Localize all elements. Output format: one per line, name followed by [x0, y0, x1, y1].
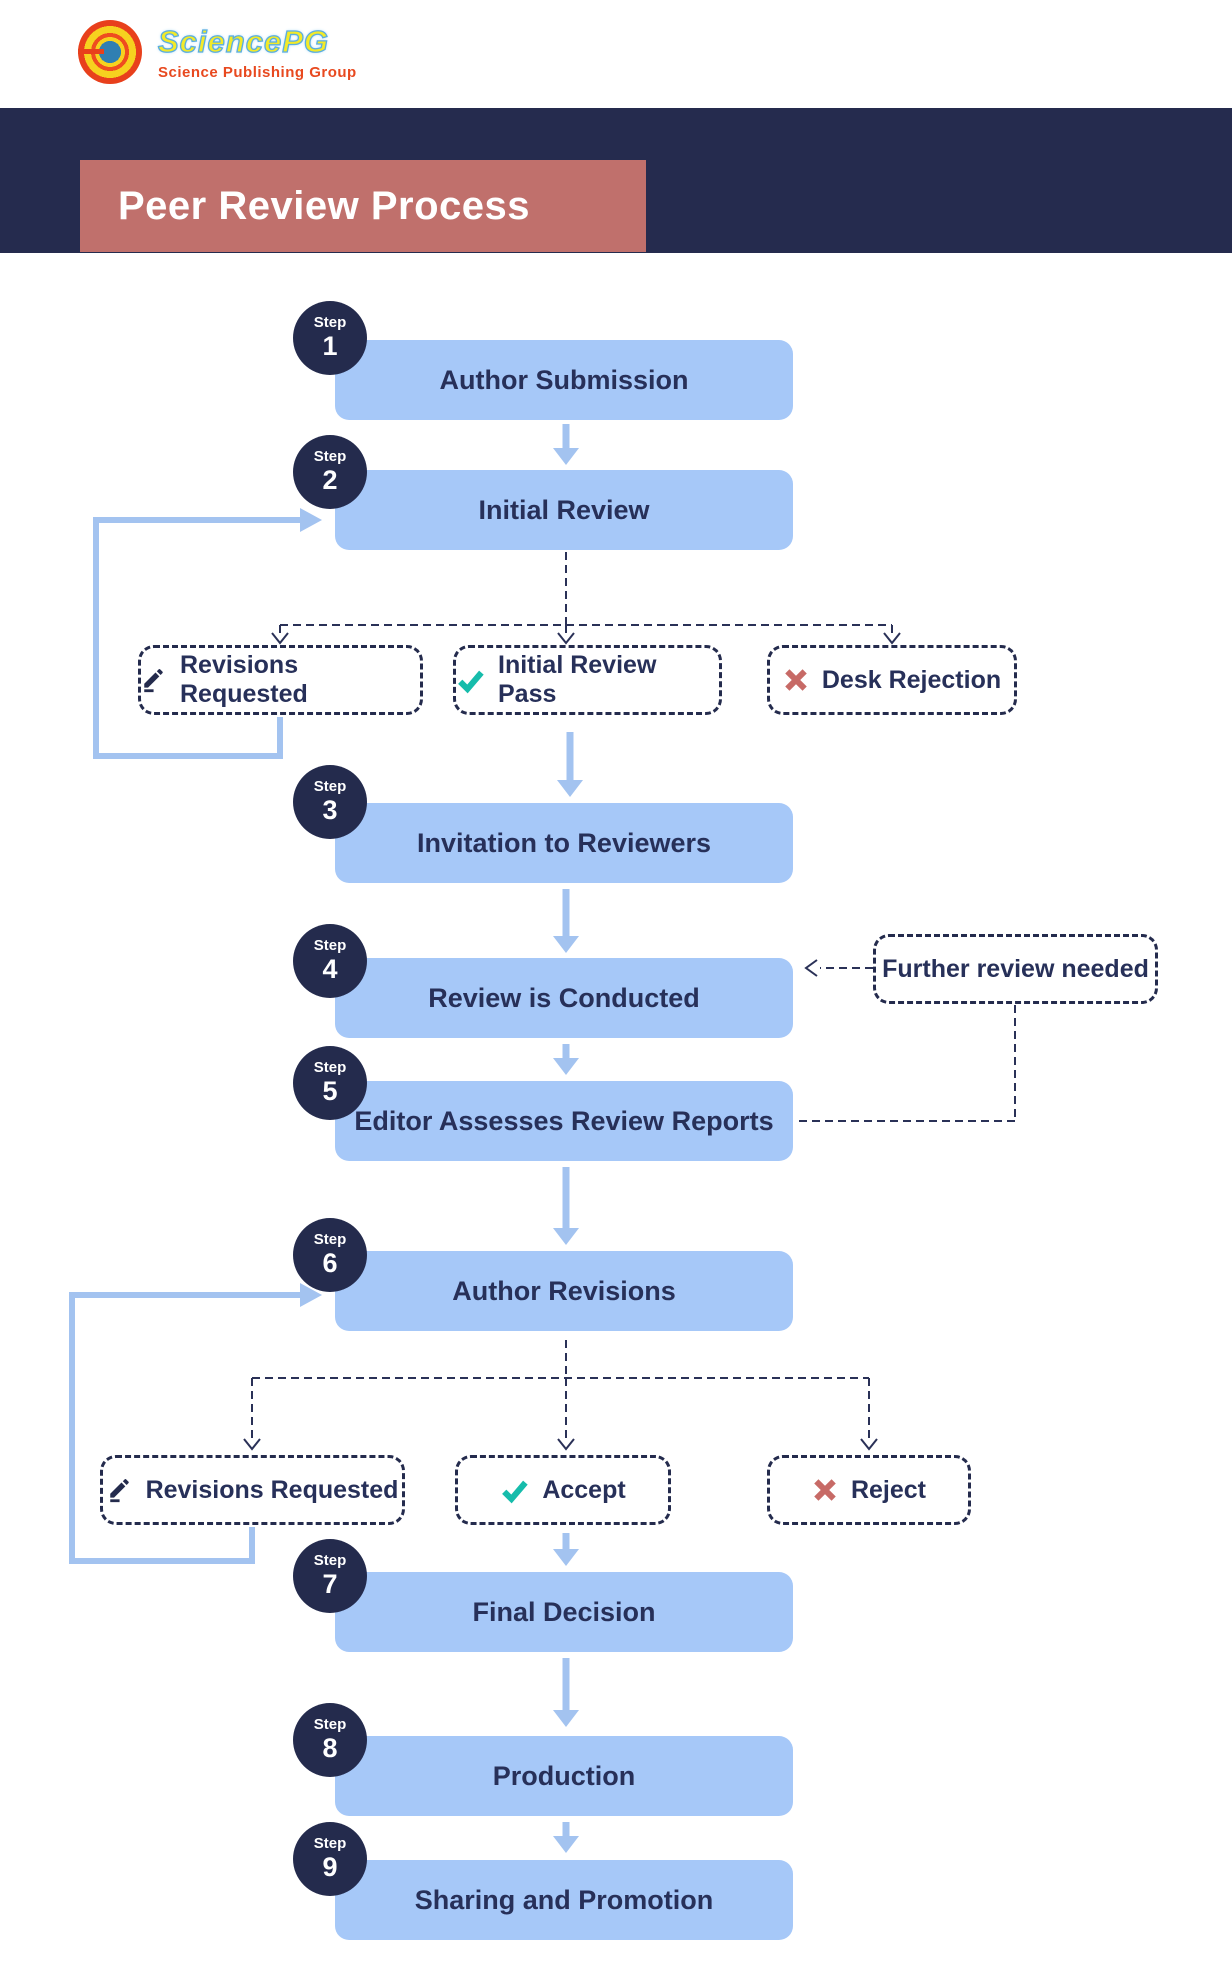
x-icon	[812, 1477, 838, 1503]
step-badge-5: Step 5	[293, 1046, 367, 1120]
pencil-icon	[107, 1477, 133, 1503]
step-badge-3: Step 3	[293, 765, 367, 839]
branch-final-decision	[251, 1340, 870, 1440]
further-review-arrowhead	[804, 959, 818, 977]
logo: SciencePG Science Publishing Group	[78, 20, 357, 84]
check-icon	[456, 666, 485, 695]
decision-accept: Accept	[455, 1455, 671, 1525]
further-review-loop	[797, 967, 1016, 1122]
logo-tagline: Science Publishing Group	[158, 63, 357, 81]
feedback-loop-author-revisions	[69, 1283, 322, 1564]
step-badge-4: Step 4	[293, 924, 367, 998]
sciencepg-logo-icon	[78, 20, 142, 84]
flow-box-author-submission: Author Submission	[335, 340, 793, 420]
decision-desk-rejection: Desk Rejection	[767, 645, 1017, 715]
flow-box-author-revisions: Author Revisions	[335, 1251, 793, 1331]
decision-reject: Reject	[767, 1455, 971, 1525]
flow-box-initial-review: Initial Review	[335, 470, 793, 550]
flow-box-invitation-to-reviewers: Invitation to Reviewers	[335, 803, 793, 883]
branch-final-arrowheads	[243, 1438, 878, 1451]
flow-box-production: Production	[335, 1736, 793, 1816]
flow-box-review-is-conducted: Review is Conducted	[335, 958, 793, 1038]
step-badge-9: Step 9	[293, 1822, 367, 1896]
step-badge-1: Step 1	[293, 301, 367, 375]
decision-label: Desk Rejection	[821, 665, 1002, 694]
note-label: Further review needed	[882, 954, 1149, 983]
decision-initial-review-pass: Initial Review Pass	[453, 645, 722, 715]
decision-revisions-requested-initial: Revisions Requested	[138, 645, 423, 715]
flow-box-sharing-and-promotion: Sharing and Promotion	[335, 1860, 793, 1940]
step-badge-8: Step 8	[293, 1703, 367, 1777]
branch-initial-arrowheads	[271, 632, 901, 645]
step-badge-7: Step 7	[293, 1539, 367, 1613]
branch-initial-review	[279, 552, 893, 634]
decision-label: Initial Review Pass	[498, 651, 657, 708]
step-badge-6: Step 6	[293, 1218, 367, 1292]
decision-label: Revisions Requested	[145, 1475, 399, 1504]
note-further-review-needed: Further review needed	[873, 934, 1158, 1004]
decision-label: Revisions Requested	[180, 651, 308, 708]
check-icon	[500, 1476, 529, 1505]
decision-label: Reject	[850, 1475, 927, 1504]
page-title: Peer Review Process	[80, 160, 646, 252]
feedback-loop-initial-review	[93, 508, 322, 759]
pencil-icon	[141, 667, 167, 693]
flow-box-final-decision: Final Decision	[335, 1572, 793, 1652]
decision-label: Accept	[542, 1475, 626, 1504]
decision-revisions-requested-final: Revisions Requested	[100, 1455, 405, 1525]
flow-box-editor-assesses-review-reports: Editor Assesses Review Reports	[335, 1081, 793, 1161]
flow-arrows	[553, 424, 583, 1853]
step-badge-2: Step 2	[293, 435, 367, 509]
logo-brand-text: SciencePG	[157, 23, 329, 59]
x-icon	[783, 667, 809, 693]
